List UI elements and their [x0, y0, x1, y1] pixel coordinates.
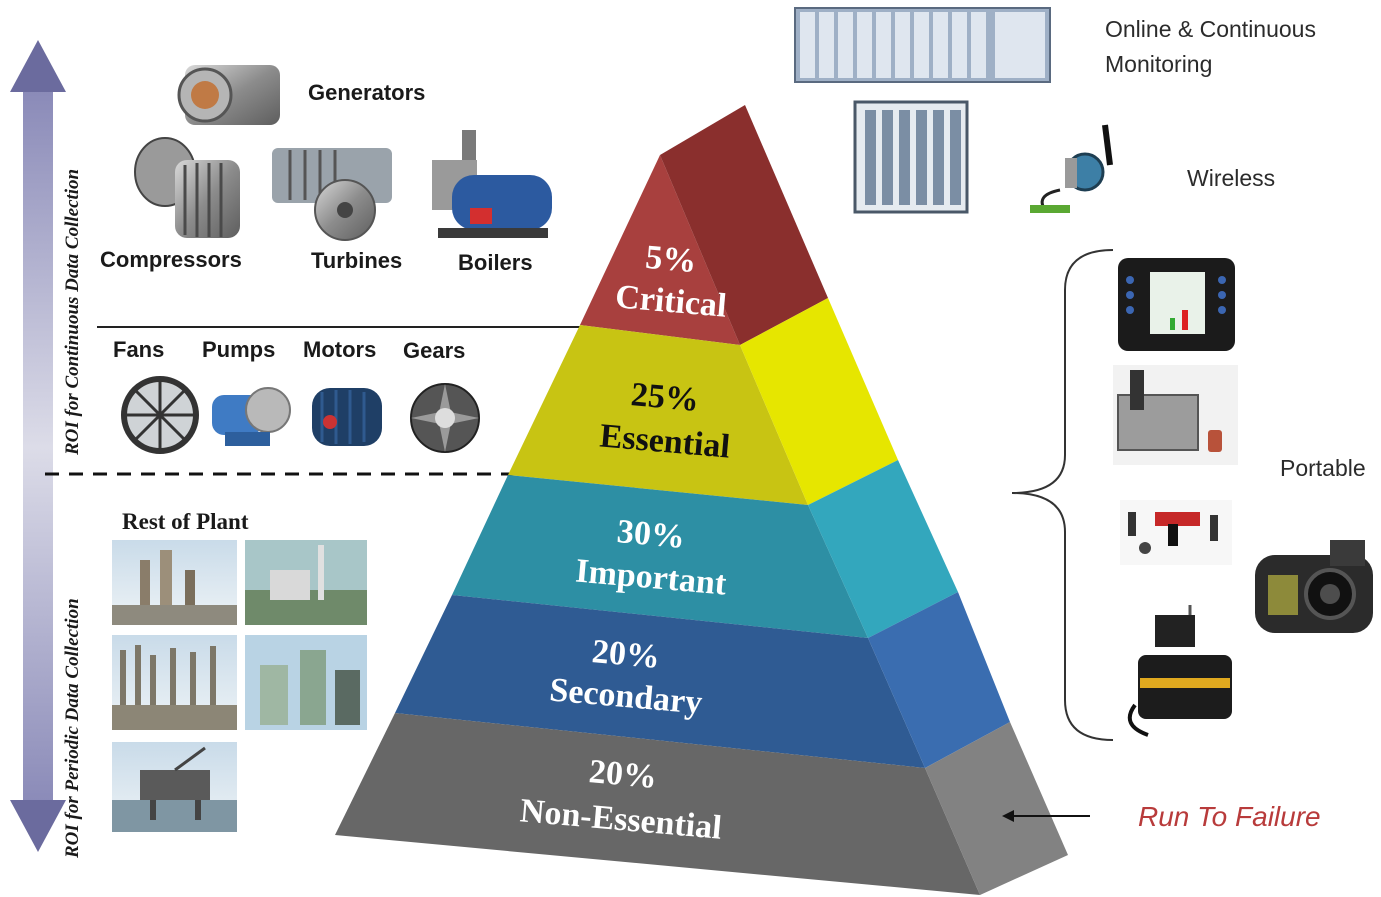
tier-essential-percent: 25% [629, 376, 700, 419]
monitoring-chassis-icon [853, 100, 969, 214]
pump-icon [212, 387, 291, 446]
gear-icon [410, 383, 480, 453]
pumps-label: Pumps [202, 337, 275, 362]
tier-important-front [452, 475, 868, 638]
gears-label: Gears [403, 338, 465, 363]
turbine-icon [272, 148, 392, 241]
roi-continuous-label: ROI for Continuous Data Collection [62, 169, 83, 456]
boilers-label: Boilers [458, 250, 533, 275]
wireless-label: Wireless [1187, 165, 1275, 191]
portable-label: Portable [1280, 455, 1366, 481]
boiler-icon [432, 130, 552, 238]
tier-non-essential-front [335, 713, 980, 895]
tier-essential-side [740, 298, 898, 505]
plant-photo-offshore-platform [112, 742, 237, 832]
online-monitoring-rack-icon [794, 7, 1051, 83]
criticality-pyramid [335, 105, 1068, 895]
tier-secondary-percent: 20% [590, 633, 661, 676]
tier-non-essential-side [925, 722, 1068, 895]
portable-bracket [1011, 249, 1114, 741]
alignment-tool-icon [1113, 365, 1238, 465]
tier-important-percent: 30% [615, 513, 686, 556]
fans-label: Fans [113, 337, 164, 362]
tier-secondary-front [395, 595, 925, 768]
online-monitoring-label-line1: Online & Continuous [1105, 16, 1316, 42]
roi-double-arrow [10, 40, 66, 852]
strobe-kit-icon [1120, 500, 1232, 565]
compressor-icon [134, 137, 240, 238]
portable-analyzer-icon [1118, 258, 1235, 351]
tier-critical-percent: 5% [644, 239, 698, 280]
motor-icon [312, 388, 382, 446]
thermal-camera-icon [1255, 540, 1373, 633]
plant-photo-power-station [245, 540, 367, 625]
motors-label: Motors [303, 337, 376, 362]
turbines-label: Turbines [311, 248, 402, 273]
tier-critical-front [580, 155, 740, 345]
borescope-icon [1127, 605, 1232, 737]
tier-non-essential-percent: 20% [587, 753, 658, 796]
generator-icon [177, 65, 280, 125]
tier-essential-front [508, 325, 808, 505]
fan-icon [121, 376, 199, 454]
compressors-label: Compressors [100, 247, 242, 272]
generators-label: Generators [308, 80, 425, 105]
plant-photo-process-facility [112, 635, 237, 730]
run-to-failure-arrow [1002, 810, 1090, 822]
online-monitoring-label-line2: Monitoring [1105, 51, 1212, 77]
tier-critical-side [660, 105, 828, 345]
wireless-transmitter-icon [1030, 124, 1113, 213]
plant-photo-refinery [112, 540, 237, 625]
plant-photo-chemical-plant [245, 635, 367, 730]
tier-secondary-side [868, 592, 1010, 768]
roi-periodic-label: ROI for Periodic Data Collection [62, 598, 83, 859]
run-to-failure-label: Run To Failure [1138, 801, 1321, 832]
tier-important-side [808, 460, 958, 638]
rest-of-plant-label: Rest of Plant [122, 509, 249, 534]
